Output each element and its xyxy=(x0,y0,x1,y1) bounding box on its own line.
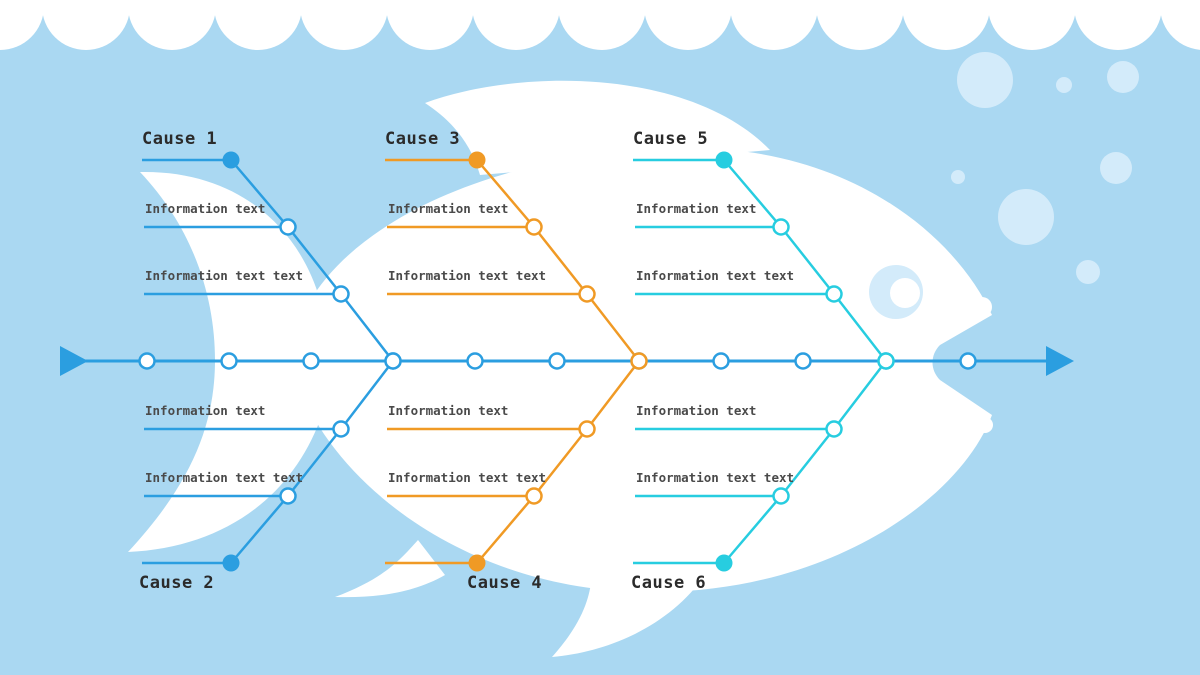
info-text: Information text xyxy=(388,403,508,418)
cause-label: Cause 4 xyxy=(467,573,542,593)
info-text: Information text text xyxy=(388,268,546,283)
cause-dot xyxy=(222,554,240,572)
branch-bottom: Cause 4 Information text text Information … xyxy=(385,360,640,593)
info-text: Information text xyxy=(388,201,508,216)
cause-label: Cause 6 xyxy=(631,573,706,593)
spine-knot xyxy=(302,352,320,370)
bubble xyxy=(1056,77,1072,93)
spine-knot xyxy=(466,352,484,370)
info-text: Information text text xyxy=(388,470,546,485)
cause-label: Cause 1 xyxy=(142,129,217,149)
info-text: Information text xyxy=(636,403,756,418)
cause-label: Cause 5 xyxy=(633,129,708,149)
spine-knot xyxy=(794,352,812,370)
info-knot xyxy=(825,285,843,303)
info-text: Information text text xyxy=(636,268,794,283)
spine-nodes xyxy=(138,352,977,370)
branch-bottom: Cause 2 Information text text Information … xyxy=(139,360,394,593)
branch-diagonal xyxy=(476,159,640,362)
info-knot xyxy=(772,218,790,236)
bubble xyxy=(1076,260,1100,284)
branch-diagonal xyxy=(230,159,394,362)
spine-join-knot xyxy=(384,352,402,370)
info-knot xyxy=(279,218,297,236)
spine-knot xyxy=(959,352,977,370)
branch-diagonal xyxy=(723,360,887,564)
info-text: Information text xyxy=(636,201,756,216)
head-arrow-icon xyxy=(1046,346,1074,376)
bubble xyxy=(957,52,1013,108)
bubble xyxy=(998,189,1054,245)
info-knot xyxy=(578,285,596,303)
info-knot xyxy=(578,420,596,438)
info-text: Information text text xyxy=(145,268,303,283)
info-knot xyxy=(825,420,843,438)
info-text: Information text text xyxy=(145,470,303,485)
spine-knot xyxy=(138,352,156,370)
cause-label: Cause 3 xyxy=(385,129,460,149)
info-knot xyxy=(525,487,543,505)
bubbles xyxy=(951,52,1139,284)
cause-dot xyxy=(715,554,733,572)
info-text: Information text text xyxy=(636,470,794,485)
info-knot xyxy=(332,285,350,303)
wave-border xyxy=(0,0,1200,50)
spine-join-knot xyxy=(877,352,895,370)
cause-dot xyxy=(468,151,486,169)
spine-knot xyxy=(220,352,238,370)
spine-join-knot xyxy=(630,352,648,370)
cause-dot xyxy=(468,554,486,572)
info-knot xyxy=(772,487,790,505)
cause-label: Cause 2 xyxy=(139,573,214,593)
bubble xyxy=(1107,61,1139,93)
branch-diagonal xyxy=(723,159,887,362)
tail-arrow-icon xyxy=(60,346,88,376)
cause-dot xyxy=(715,151,733,169)
info-knot xyxy=(279,487,297,505)
bubble xyxy=(951,170,965,184)
info-text: Information text xyxy=(145,403,265,418)
info-knot xyxy=(525,218,543,236)
info-knot xyxy=(332,420,350,438)
branch-diagonal xyxy=(230,360,394,564)
branch-diagonal xyxy=(476,360,640,564)
fish-eye xyxy=(869,265,923,319)
spine-knot xyxy=(548,352,566,370)
spine-knot xyxy=(712,352,730,370)
cause-dot xyxy=(222,151,240,169)
bubble xyxy=(1100,152,1132,184)
info-text: Information text xyxy=(145,201,265,216)
branch-bottom: Cause 6 Information text text Information … xyxy=(631,360,887,593)
